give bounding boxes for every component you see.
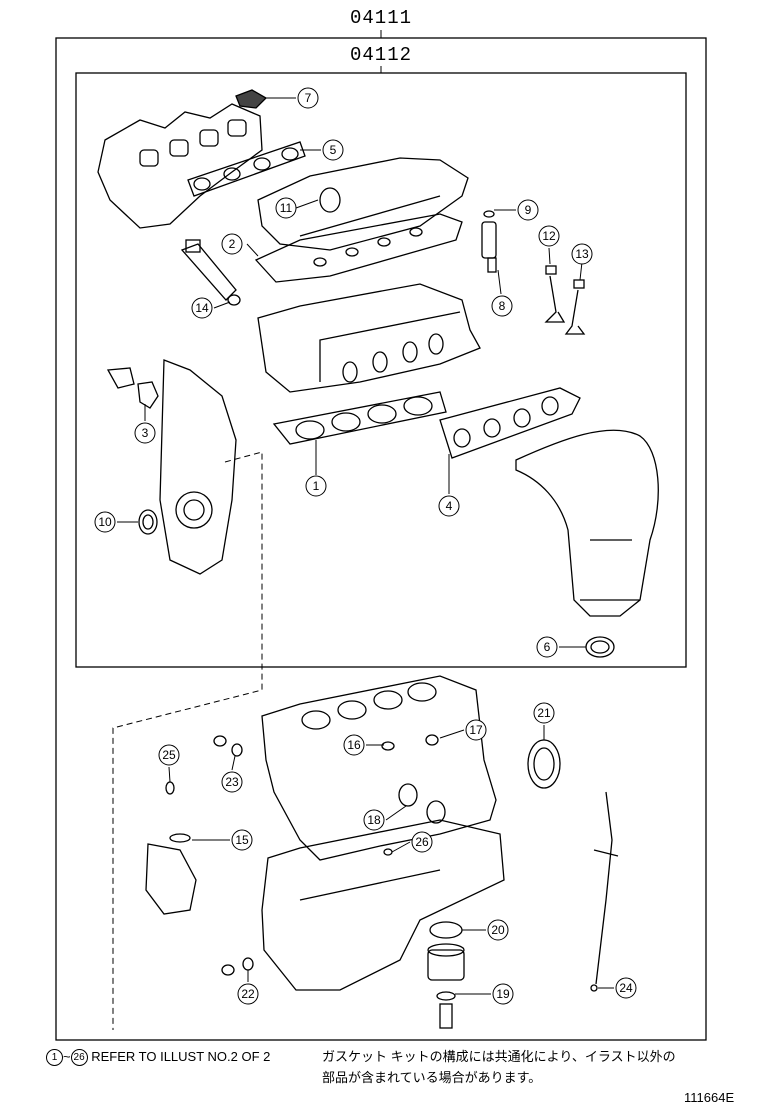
rear-oil-seal [527,739,561,789]
svg-text:24: 24 [619,981,633,995]
callout-26: 26 [411,831,433,853]
exhaust-manifold-gasket [439,387,581,459]
svg-text:19: 19 [496,987,510,1001]
callout-17: 17 [465,719,487,741]
callout-21: 21 [533,702,555,724]
oil-filter [427,921,465,1029]
svg-text:12: 12 [542,229,556,243]
callout-25: 25 [158,744,180,766]
gasket-part-7 [235,89,268,109]
footnote-range-start: 1 [46,1049,63,1067]
callout-7: 7 [297,87,319,109]
callout-16: 16 [343,734,365,756]
cylinder-head-gasket [272,391,447,445]
footnote-japanese-line-1: ガスケット キットの構成には共通化により、イラスト以外の [322,1049,676,1064]
gasket-part-3 [106,367,159,409]
svg-text:26: 26 [415,835,429,849]
leader-lines [117,97,614,995]
svg-text:20: 20 [491,923,505,937]
svg-text:15: 15 [235,833,249,847]
timing-chain-cover [159,359,237,575]
gasket-part-6 [585,636,615,658]
callout-6: 6 [536,636,558,658]
callout-24: 24 [615,977,637,999]
callout-1: 1 [305,475,327,497]
svg-text:7: 7 [305,91,312,105]
intake-manifold-gasket [187,141,306,197]
callout-3: 3 [134,422,156,444]
footnote: 1~26 REFER TO ILLUST NO.2 OF 2 ガスケット キット… [46,1046,676,1085]
svg-text:3: 3 [142,426,149,440]
svg-text:18: 18 [367,813,381,827]
intake-manifold [97,103,263,229]
callout-8: 8 [491,295,513,317]
svg-text:11: 11 [280,201,293,215]
oil-control-valve [180,239,241,306]
svg-text:4: 4 [446,499,453,513]
svg-text:16: 16 [347,738,361,752]
svg-text:10: 10 [98,515,112,529]
svg-text:1: 1 [313,479,320,493]
oil-dipstick [590,791,619,992]
fuel-injector [481,210,497,273]
callout-22: 22 [237,983,259,1005]
footnote-english-text: REFER TO ILLUST NO.2 OF 2 [91,1049,271,1064]
callout-13: 13 [571,243,593,265]
footnote-japanese-line-2: 部品が含まれている場合があります。 [322,1070,542,1085]
svg-text:21: 21 [537,706,551,720]
svg-text:23: 23 [225,775,239,789]
callout-10: 10 [94,511,116,533]
head-cover-gasket [254,213,463,283]
figure-id: 111664E [684,1090,735,1105]
svg-text:17: 17 [469,723,483,737]
svg-text:8: 8 [499,299,506,313]
footnote-range-end: 26 [70,1049,88,1067]
svg-text:13: 13 [575,247,589,261]
callout-14: 14 [191,297,213,319]
callout-19: 19 [492,983,514,1005]
svg-text:25: 25 [162,748,176,762]
oil-pump [145,833,197,915]
small-seals [165,734,446,976]
svg-text:9: 9 [525,203,532,217]
inner-kit-box [75,72,687,668]
callout-4: 4 [438,495,460,517]
engine-valves [544,265,586,335]
callout-11: 11 [275,197,297,219]
outer-kit-box [55,37,707,1041]
inner-kit-part-number: 04112 [350,44,413,66]
svg-text:22: 22 [241,987,255,1001]
dashed-connector [112,451,263,1030]
cylinder-block [261,675,497,861]
svg-text:6: 6 [544,640,551,654]
callout-9: 9 [517,199,539,221]
exhaust-manifold [515,429,659,617]
callout-15: 15 [231,829,253,851]
crankshaft-oil-seal [138,509,158,535]
callout-18: 18 [363,809,385,831]
footnote-range-separator: ~ [63,1049,71,1064]
callout-23: 23 [221,771,243,793]
callout-12: 12 [538,225,560,247]
svg-text:2: 2 [229,237,236,251]
callout-5: 5 [322,139,344,161]
outer-kit-part-number: 04111 [350,7,413,29]
svg-text:5: 5 [330,143,337,157]
cylinder-head [257,283,481,393]
callout-2: 2 [221,233,243,255]
cylinder-head-cover [257,157,469,251]
callout-20: 20 [487,919,509,941]
oil-pan [261,819,505,991]
svg-text:14: 14 [195,301,209,315]
